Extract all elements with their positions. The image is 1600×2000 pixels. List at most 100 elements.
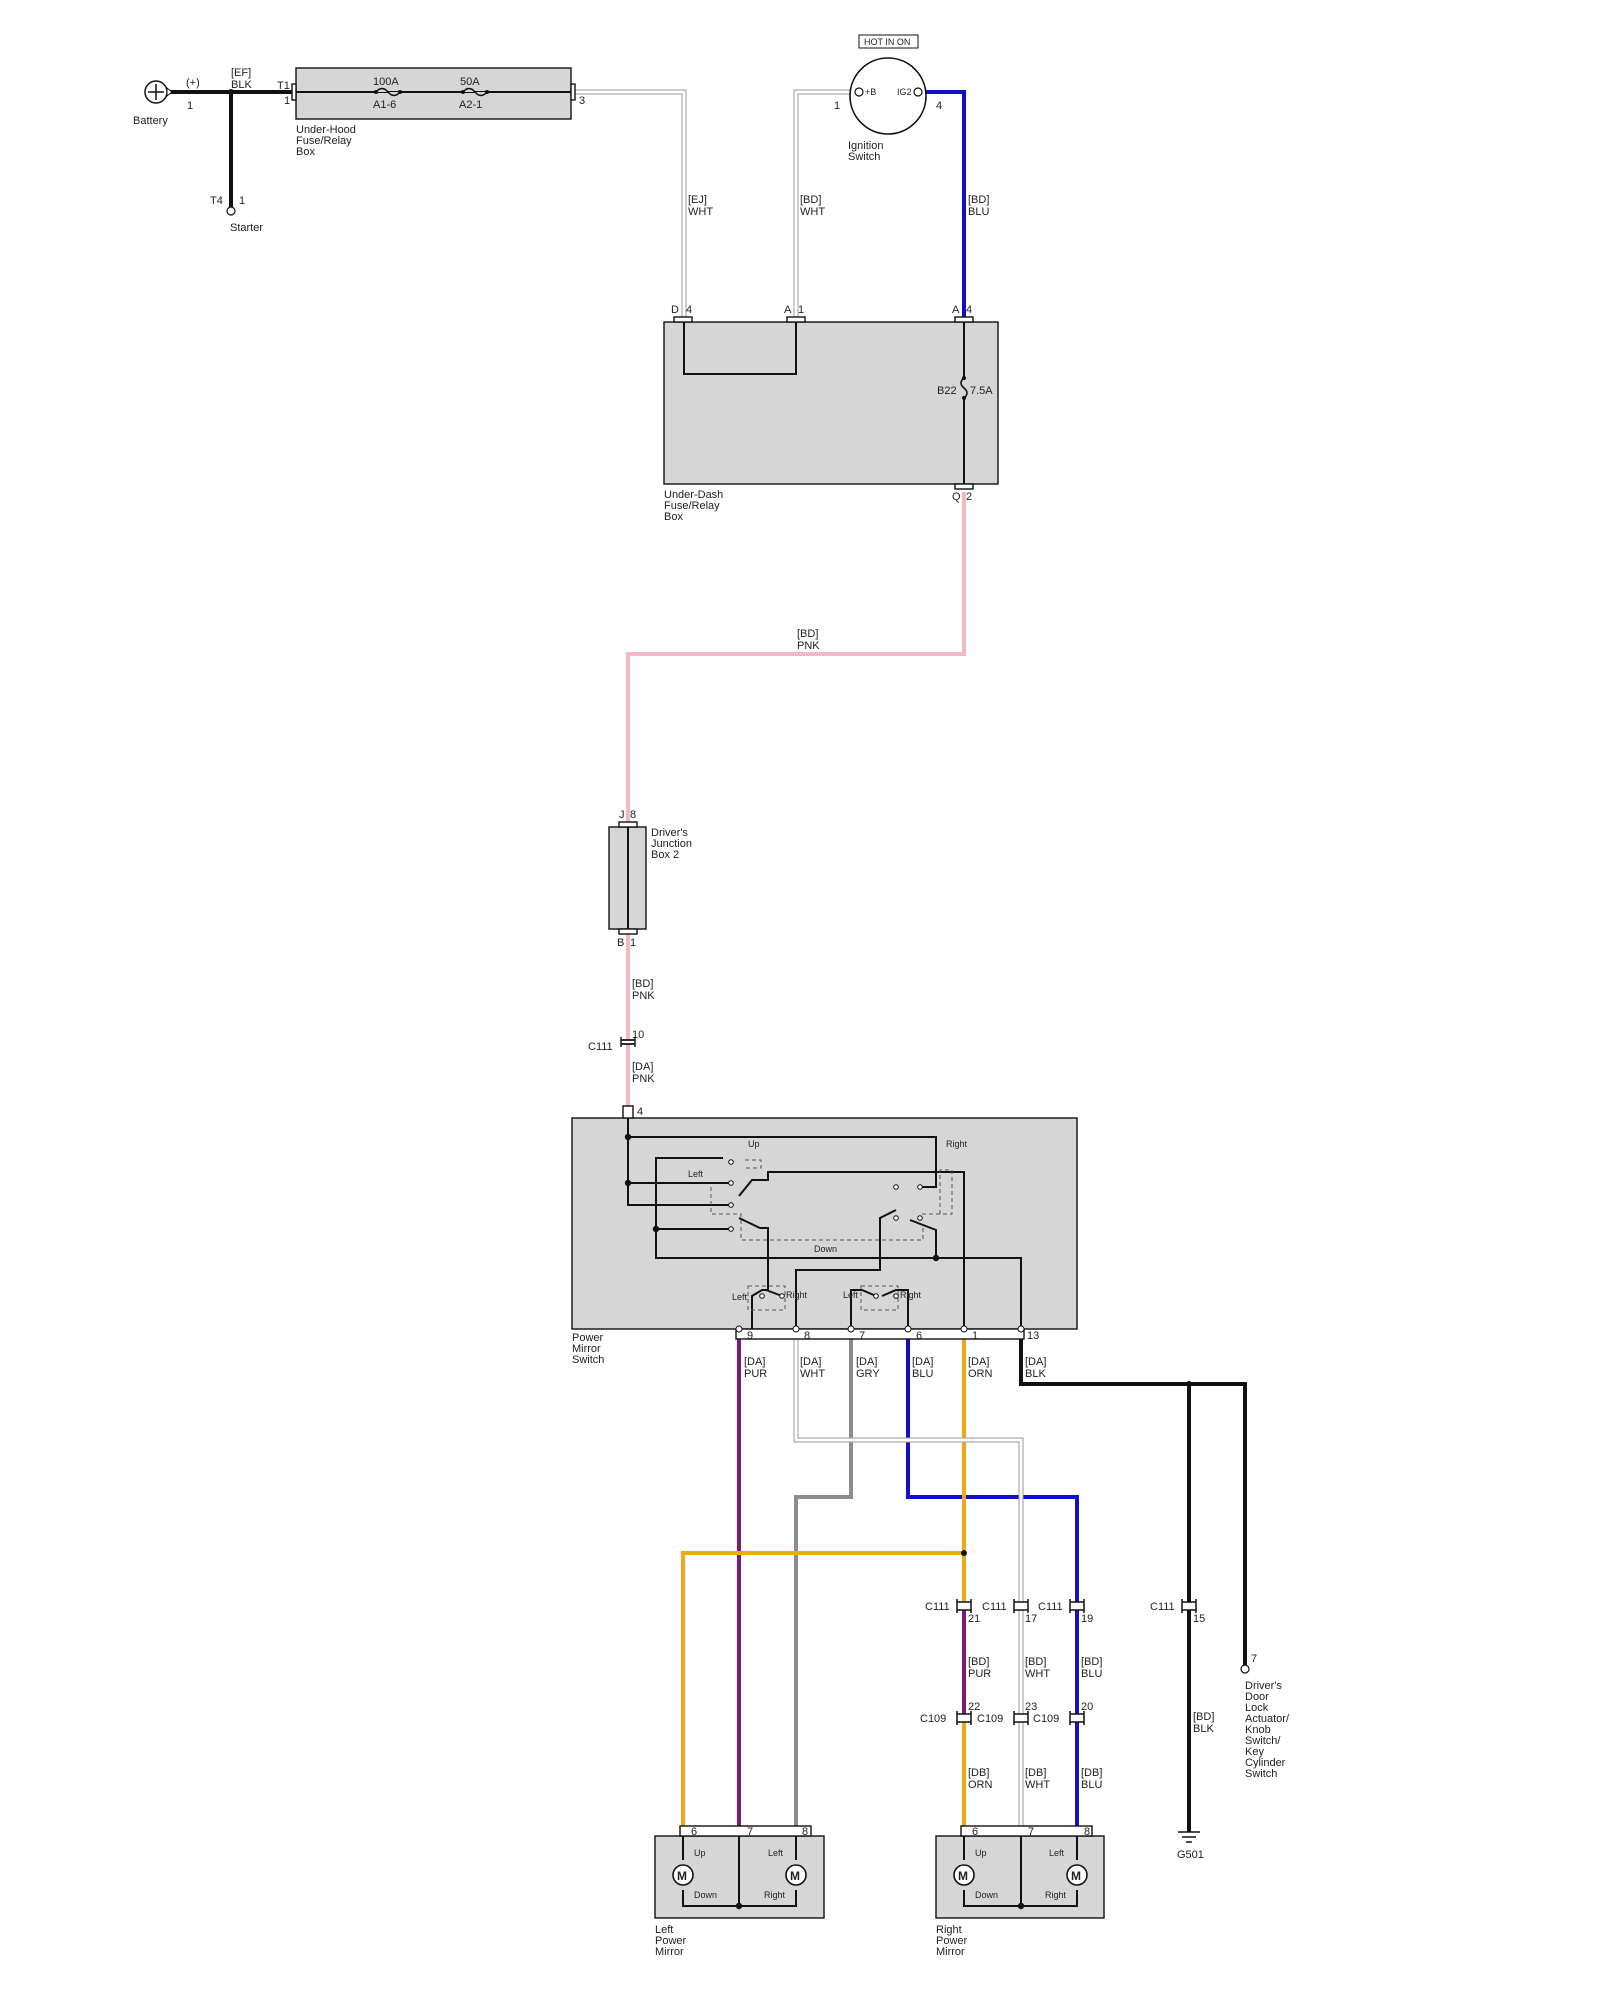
fuse-b22-id: B22 <box>937 385 957 397</box>
sw-wire-wht-c: WHT <box>800 1368 825 1380</box>
door-lock-terminal <box>1240 1664 1250 1674</box>
da-pnk-harness: [DA] <box>632 1061 653 1073</box>
c111-d-label: C111 <box>1150 1601 1175 1613</box>
c111-10-connector <box>620 1037 636 1047</box>
bd-wht2-c: WHT <box>1025 1668 1050 1680</box>
ud-pin-d: 4 <box>686 304 692 316</box>
battery-label: Battery <box>133 115 168 127</box>
junction-line1: Driver's <box>651 827 688 839</box>
wire-bd-blu <box>926 90 966 317</box>
jb-conn-top: J <box>619 809 625 821</box>
battery-plus: (+) <box>186 77 200 89</box>
sw-wire-gry-h: [DA] <box>856 1356 877 1368</box>
bd-wht-harness: [BD] <box>800 194 821 206</box>
underhood-line3: Box <box>296 146 315 158</box>
underhood-line2: Fuse/Relay <box>296 135 352 147</box>
left-mirror-pin-strip <box>679 1825 812 1837</box>
underhood-conn-out <box>570 83 576 101</box>
lm-motor-1: M <box>677 1869 687 1883</box>
sw-wire-orn-c: ORN <box>968 1368 993 1380</box>
underdash-conn-a1 <box>786 316 806 323</box>
lm-pin-8: 8 <box>802 1826 808 1838</box>
underdash-line1: Under-Dash <box>664 489 723 501</box>
battery-pin: 1 <box>187 100 193 112</box>
right-mirror-leftright-motor: M <box>1066 1864 1088 1886</box>
wire-bd-pnk <box>626 492 966 822</box>
bd-pur-h: [BD] <box>968 1656 989 1668</box>
sw-wire-wht-h: [DA] <box>800 1356 821 1368</box>
door-lock-l3: Actuator/ <box>1245 1713 1290 1725</box>
switch-line2: Mirror <box>572 1343 601 1355</box>
blk-splice-dot <box>1186 1381 1192 1387</box>
sw-wire-pur-c: PUR <box>744 1368 767 1380</box>
sw-wire-blu-c: BLU <box>912 1368 933 1380</box>
wire-bd-wht <box>794 90 859 317</box>
wire-ej-wht-outline <box>571 89 687 317</box>
fuse-50a <box>462 87 488 97</box>
fuse1-id: A1-6 <box>373 99 396 111</box>
power-mirror-switch <box>571 1117 1078 1330</box>
bd-blu-color: BLU <box>968 206 989 218</box>
ud-pin-a4: 4 <box>966 304 972 316</box>
wire-da-wht <box>794 1329 1023 1602</box>
c109-a-label: C109 <box>920 1713 946 1725</box>
sw-wire-pur-h: [DA] <box>744 1356 765 1368</box>
jb-conn-bot: B <box>617 937 624 949</box>
switch-conn-in <box>622 1105 634 1119</box>
wire-orn-left <box>681 1551 964 1830</box>
ignition-pin-ig2: 4 <box>936 100 942 112</box>
ud-out-harness: [BD] <box>797 628 818 640</box>
door-lock-l1: Door <box>1245 1691 1269 1703</box>
underdash-line3: Box <box>664 511 683 523</box>
door-lock-pin: 7 <box>1251 1653 1257 1665</box>
switch-pin-7: 7 <box>859 1330 865 1342</box>
switch-pin-strip <box>735 1328 1025 1340</box>
ignition-pin-b: 1 <box>834 100 840 112</box>
rm-motor-2: M <box>1071 1869 1081 1883</box>
right-mirror-pin-strip <box>960 1825 1093 1837</box>
c111-d-pin: 15 <box>1193 1613 1205 1625</box>
door-lock-l2: Lock <box>1245 1702 1269 1714</box>
switch-lbl-right1: Right <box>786 1290 808 1300</box>
lm-line2: Power <box>655 1935 687 1947</box>
lm-pin-6: 6 <box>691 1826 697 1838</box>
wire-da-blk <box>1019 1329 1247 1665</box>
ignition-line1: Ignition <box>848 140 883 152</box>
door-lock-l5: Switch/ <box>1245 1735 1281 1747</box>
db-blu-h: [DB] <box>1081 1767 1102 1779</box>
switch-line1: Power <box>572 1332 604 1344</box>
junction-line2: Junction <box>651 838 692 850</box>
battery <box>144 80 173 104</box>
hot-in-on-box <box>858 34 919 49</box>
fuse-100a <box>375 87 401 97</box>
door-lock-l8: Switch <box>1245 1768 1277 1780</box>
wire-da-gry <box>794 1329 853 1830</box>
door-lock-l7: Cylinder <box>1245 1757 1286 1769</box>
junction-conn-top <box>618 821 638 828</box>
splice-dot <box>228 89 234 95</box>
ef-color: BLK <box>231 79 252 91</box>
ignition-b-terminal <box>854 87 864 97</box>
door-lock-l6: Key <box>1245 1746 1264 1758</box>
switch-lbl-right-top: Right <box>946 1139 968 1149</box>
switch-linkage-up <box>742 1159 762 1169</box>
wire-da-blu <box>906 1329 1079 1602</box>
fuse2-id: A2-1 <box>459 99 482 111</box>
switch-lbl-left-top: Left <box>688 1169 704 1179</box>
sw-wire-blu-h: [DA] <box>912 1356 933 1368</box>
db-wht-c: WHT <box>1025 1779 1050 1791</box>
underdash-conn-a4 <box>954 316 974 323</box>
rm-pin-6: 6 <box>972 1826 978 1838</box>
underhood-conn-in-label: T1 <box>277 80 290 92</box>
da-pnk-color: PNK <box>632 1073 655 1085</box>
ej-color: WHT <box>688 206 713 218</box>
c109-c-label: C109 <box>1033 1713 1059 1725</box>
underdash-line2: Fuse/Relay <box>664 500 720 512</box>
orn-splice-dot <box>961 1550 967 1556</box>
c111-b-label: C111 <box>982 1601 1007 1613</box>
switch-pin-9: 9 <box>747 1330 753 1342</box>
ud-pin-a1: 1 <box>798 304 804 316</box>
rm-lbl-down: Down <box>975 1890 998 1900</box>
lm-lbl-down: Down <box>694 1890 717 1900</box>
